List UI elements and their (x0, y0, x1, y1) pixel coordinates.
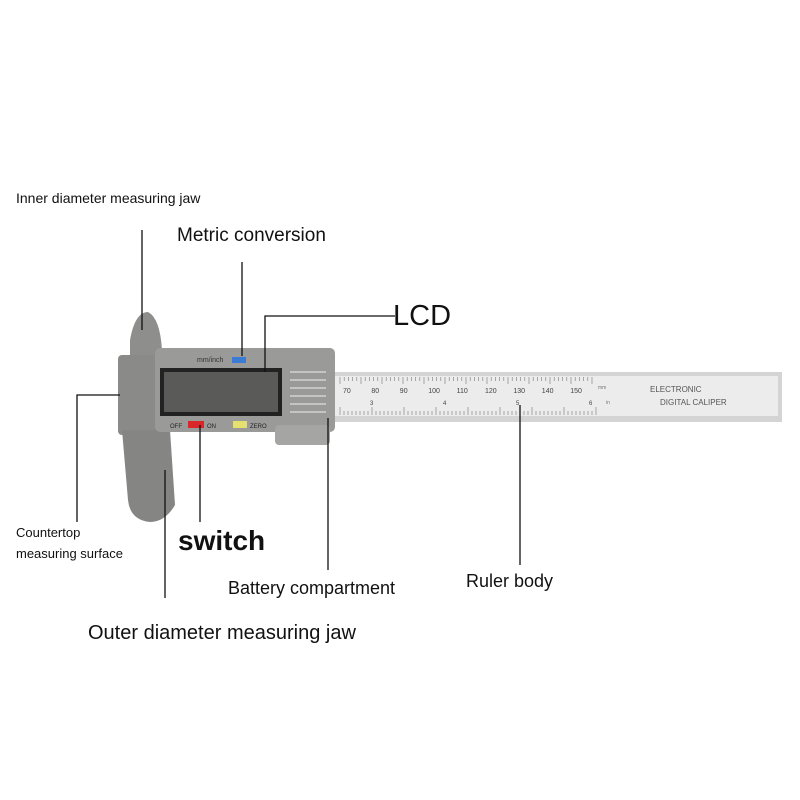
grip-ridges (290, 371, 326, 413)
inch-scale-label: 3 (370, 401, 374, 407)
brand-line2: DIGITAL CALIPER (660, 398, 727, 407)
zero-button (233, 421, 247, 428)
in-unit: in (606, 400, 610, 406)
label-ruler-body: Ruler body (466, 571, 554, 591)
mm-scale-label: 110 (457, 388, 468, 395)
unit-button-label: mm/inch (197, 357, 224, 364)
label-battery: Battery compartment (228, 578, 396, 598)
label-switch: switch (178, 525, 266, 556)
leader-lcd (264, 315, 395, 372)
inch-scale-label: 5 (516, 401, 520, 407)
zero-label: ZERO (250, 424, 267, 430)
inch-scale-label: 4 (443, 401, 447, 407)
inner-jaw (130, 312, 162, 360)
mm-scale-label: 130 (513, 388, 525, 395)
mm-scale-label: 140 (542, 388, 554, 395)
mm-scale-label: 80 (371, 388, 379, 395)
label-inner-jaw: Inner diameter measuring jaw (16, 190, 201, 206)
leader-countertop (76, 394, 120, 522)
label-lcd: LCD (393, 300, 452, 332)
label-outer-jaw: Outer diameter measuring jaw (88, 622, 356, 644)
mm-scale-label: 100 (428, 388, 440, 395)
label-countertop-1: Countertop (16, 525, 81, 540)
lcd-glass (164, 372, 278, 412)
inch-scale-label: 6 (589, 401, 593, 407)
label-metric-conversion: Metric conversion (177, 225, 326, 246)
leader-lines (76, 230, 521, 598)
mm-scale-label: 70 (343, 388, 351, 395)
mm-scale-label: 90 (400, 388, 408, 395)
on-label: ON (207, 424, 216, 430)
off-label: OFF (170, 424, 182, 430)
mm-unit: mm (598, 385, 606, 391)
power-button (188, 421, 204, 428)
mm-scale-label: 150 (570, 388, 582, 395)
label-countertop-2: measuring surface (16, 546, 123, 561)
unit-button (232, 357, 246, 363)
ruler-face (334, 376, 778, 416)
outer-jaw (122, 430, 175, 522)
brand-line1: ELECTRONIC (650, 385, 702, 394)
thumb-roller (275, 425, 330, 445)
mm-scale-label: 120 (485, 388, 497, 395)
ruler-ticks: 70 80 90 100 110 120 130 140 150 3 4 5 6 (339, 377, 597, 415)
